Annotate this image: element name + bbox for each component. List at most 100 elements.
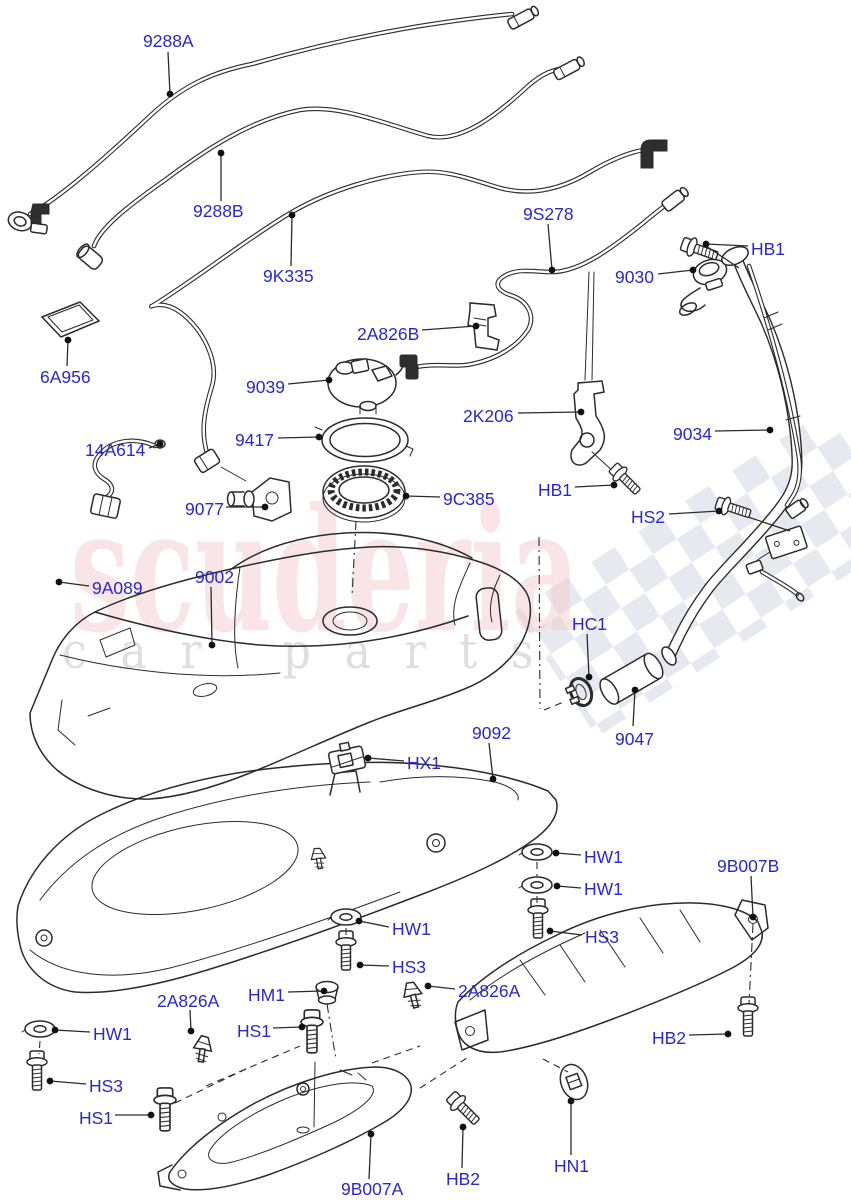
leader-line — [549, 930, 583, 936]
part-label-9047[interactable]: 9047 — [615, 729, 654, 749]
leader-line — [66, 339, 69, 367]
part-HM1-nut — [315, 980, 339, 1005]
part-HN1-nut — [559, 1063, 589, 1101]
leader-dot — [567, 1097, 575, 1105]
part-label-hw1[interactable]: HW1 — [584, 847, 623, 867]
callout-2a826a-29: 2A826A — [157, 991, 220, 1035]
pipe-end-fitting — [661, 186, 689, 212]
part-label-9288a[interactable]: 9288A — [143, 31, 194, 51]
leader-line — [54, 1029, 91, 1033]
leader-dot — [489, 775, 497, 783]
part-label-9039[interactable]: 9039 — [246, 377, 285, 397]
part-9B007B-heat-shield — [454, 899, 769, 1054]
leader-line — [556, 885, 582, 889]
callout-9030-5: 9030 — [615, 266, 697, 287]
part-label-9002[interactable]: 9002 — [195, 567, 234, 587]
leader-line — [488, 742, 494, 780]
part-label-hb1[interactable]: HB1 — [751, 239, 785, 259]
callout-hw1-24: HW1 — [553, 879, 623, 899]
leader-dot — [217, 149, 225, 157]
part-9030-breather-cap — [678, 258, 728, 316]
pipe-end-connector — [76, 243, 104, 270]
part-label-2a826b[interactable]: 2A826B — [357, 324, 419, 344]
callout-14a614-10: 14A614 — [85, 440, 164, 460]
callout-hm1-30: HM1 — [248, 985, 328, 1005]
part-label-2k206[interactable]: 2K206 — [463, 406, 514, 426]
assembly-axis-lines — [38, 520, 754, 1128]
leader-line — [705, 243, 749, 247]
part-label-hw1[interactable]: HW1 — [392, 919, 431, 939]
leader-line — [688, 1033, 729, 1036]
part-label-hx1[interactable]: HX1 — [407, 753, 441, 773]
callout-hn1-37: HN1 — [554, 1097, 589, 1176]
part-label-9092[interactable]: 9092 — [472, 723, 511, 743]
callout-hs3-33: HS3 — [46, 1076, 123, 1096]
part-label-hs1[interactable]: HS1 — [79, 1108, 113, 1128]
leader-dot — [46, 1077, 54, 1085]
sensor-connector — [193, 448, 221, 474]
part-label-hw1[interactable]: HW1 — [93, 1024, 132, 1044]
part-label-hs3[interactable]: HS3 — [89, 1076, 123, 1096]
bolt-HB2 — [443, 1088, 485, 1130]
leader-line — [421, 325, 477, 331]
part-label-6a956[interactable]: 6A956 — [40, 367, 91, 387]
callout-9077-14: 9077 — [185, 499, 269, 519]
part-label-hm1[interactable]: HM1 — [248, 985, 285, 1005]
callout-9c385-15: 9C385 — [402, 489, 495, 509]
leader-dot — [585, 673, 593, 681]
part-label-9077[interactable]: 9077 — [185, 499, 224, 519]
part-label-hc1[interactable]: HC1 — [572, 614, 607, 634]
part-label-9417[interactable]: 9417 — [235, 430, 274, 450]
washer-HW1 — [518, 876, 553, 894]
part-9B007A-heat-shield — [157, 1066, 413, 1191]
part-label-hb2[interactable]: HB2 — [652, 1028, 686, 1048]
part-label-14a614[interactable]: 14A614 — [85, 440, 146, 460]
part-label-9k335[interactable]: 9K335 — [263, 266, 314, 286]
callout-hb1-13: HB1 — [538, 480, 618, 500]
callout-6a956-7: 6A956 — [40, 336, 91, 387]
leader-dot — [472, 322, 480, 330]
leader-dot — [320, 987, 328, 995]
part-label-hs2[interactable]: HS2 — [631, 507, 665, 527]
callout-9s278-3: 9S278 — [523, 204, 574, 274]
part-label-hs3[interactable]: HS3 — [392, 957, 426, 977]
part-label-hw1[interactable]: HW1 — [584, 879, 623, 899]
callout-9288a-0: 9288A — [143, 31, 194, 98]
leader-dot — [64, 336, 72, 344]
leader-dot — [546, 927, 554, 935]
part-2A826A-clip — [191, 1034, 215, 1064]
part-label-hn1[interactable]: HN1 — [554, 1156, 589, 1176]
bolt-HS1 — [300, 1009, 324, 1054]
leader-dot — [356, 961, 364, 969]
callout-9034-12: 9034 — [673, 424, 774, 444]
leader-line — [586, 633, 590, 678]
part-label-hs3[interactable]: HS3 — [585, 927, 619, 947]
leader-line — [632, 689, 636, 727]
part-HX1-clip-nut — [327, 741, 367, 775]
part-label-9a089[interactable]: 9A089 — [92, 578, 143, 598]
callout-hs3-28: HS3 — [356, 957, 426, 977]
part-2K206-valve — [570, 271, 617, 475]
part-label-9c385[interactable]: 9C385 — [443, 489, 495, 509]
part-label-9034[interactable]: 9034 — [673, 424, 712, 444]
leader-line — [277, 436, 320, 439]
part-label-9s278[interactable]: 9S278 — [523, 204, 574, 224]
part-9039-fuel-pump — [327, 358, 404, 415]
part-label-9b007a[interactable]: 9B007A — [341, 1179, 404, 1199]
vent-pipe-9S278 — [399, 186, 689, 380]
part-label-2a826a[interactable]: 2A826A — [157, 991, 220, 1011]
artwork — [7, 5, 809, 1191]
part-label-9288b[interactable]: 9288B — [193, 201, 244, 221]
part-label-9b007b[interactable]: 9B007B — [717, 856, 779, 876]
part-label-hs1[interactable]: HS1 — [237, 1021, 271, 1041]
part-label-hb2[interactable]: HB2 — [446, 1169, 480, 1189]
leader-dot — [424, 982, 432, 990]
part-label-hb1[interactable]: HB1 — [538, 480, 572, 500]
callout-9k335-2: 9K335 — [263, 211, 314, 286]
part-label-9030[interactable]: 9030 — [615, 267, 654, 287]
part-label-2a826a[interactable]: 2A826A — [458, 981, 521, 1001]
leader-line — [705, 245, 740, 269]
leader-line — [272, 1026, 303, 1029]
pipe-end-fitting — [553, 56, 585, 81]
